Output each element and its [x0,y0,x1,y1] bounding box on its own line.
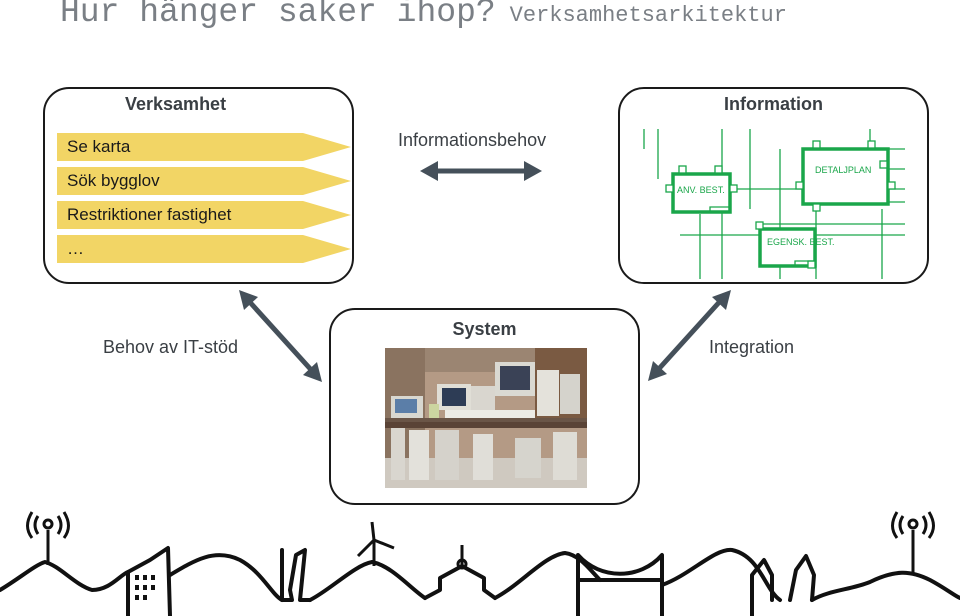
process-arrow-shape [57,167,351,195]
entity-label-egensk-best: EGENSK. BEST. [767,237,835,247]
computer-room-photo [385,348,587,488]
process-arrow-label: … [67,239,84,258]
information-model-diagram: ANV. BEST. DETALJPLAN EGENSK. BEST. [643,129,905,279]
verksamhet-title: Verksamhet [125,94,227,114]
double-arrow-behov-av-it-stod [239,290,322,382]
information-title: Information [724,94,823,114]
process-arrow-label: Sök bygglov [67,171,160,190]
process-arrow-shape [57,133,351,161]
information-box: Information [618,87,929,284]
entity-label-anv-best: ANV. BEST. [677,185,725,195]
connector-label-integration: Integration [709,337,795,357]
double-arrow-informationsbehov [420,161,542,181]
page-subtitle: Verksamhetsarkitektur [509,3,787,28]
verksamhet-box: Verksamhet Se karta Sök bygglov Restrikt… [43,87,354,284]
page-title: Hur hänger saker ihop? [60,0,496,31]
page-title-block: Hur hänger saker ihop? Verksamhetsarkitek… [60,0,787,31]
system-box: System [329,308,640,505]
process-arrow-label: Se karta [67,137,131,156]
process-arrow-label: Restriktioner fastighet [67,205,232,224]
connector-label-informationsbehov: Informationsbehov [398,130,547,150]
process-arrow-shape [57,235,351,263]
entity-label-detaljplan: DETALJPLAN [815,165,871,175]
double-arrow-integration [648,290,731,381]
system-title: System [452,319,517,339]
connector-label-behov-av-it-stod: Behov av IT-stöd [103,337,239,357]
process-arrow-shape [57,201,351,229]
